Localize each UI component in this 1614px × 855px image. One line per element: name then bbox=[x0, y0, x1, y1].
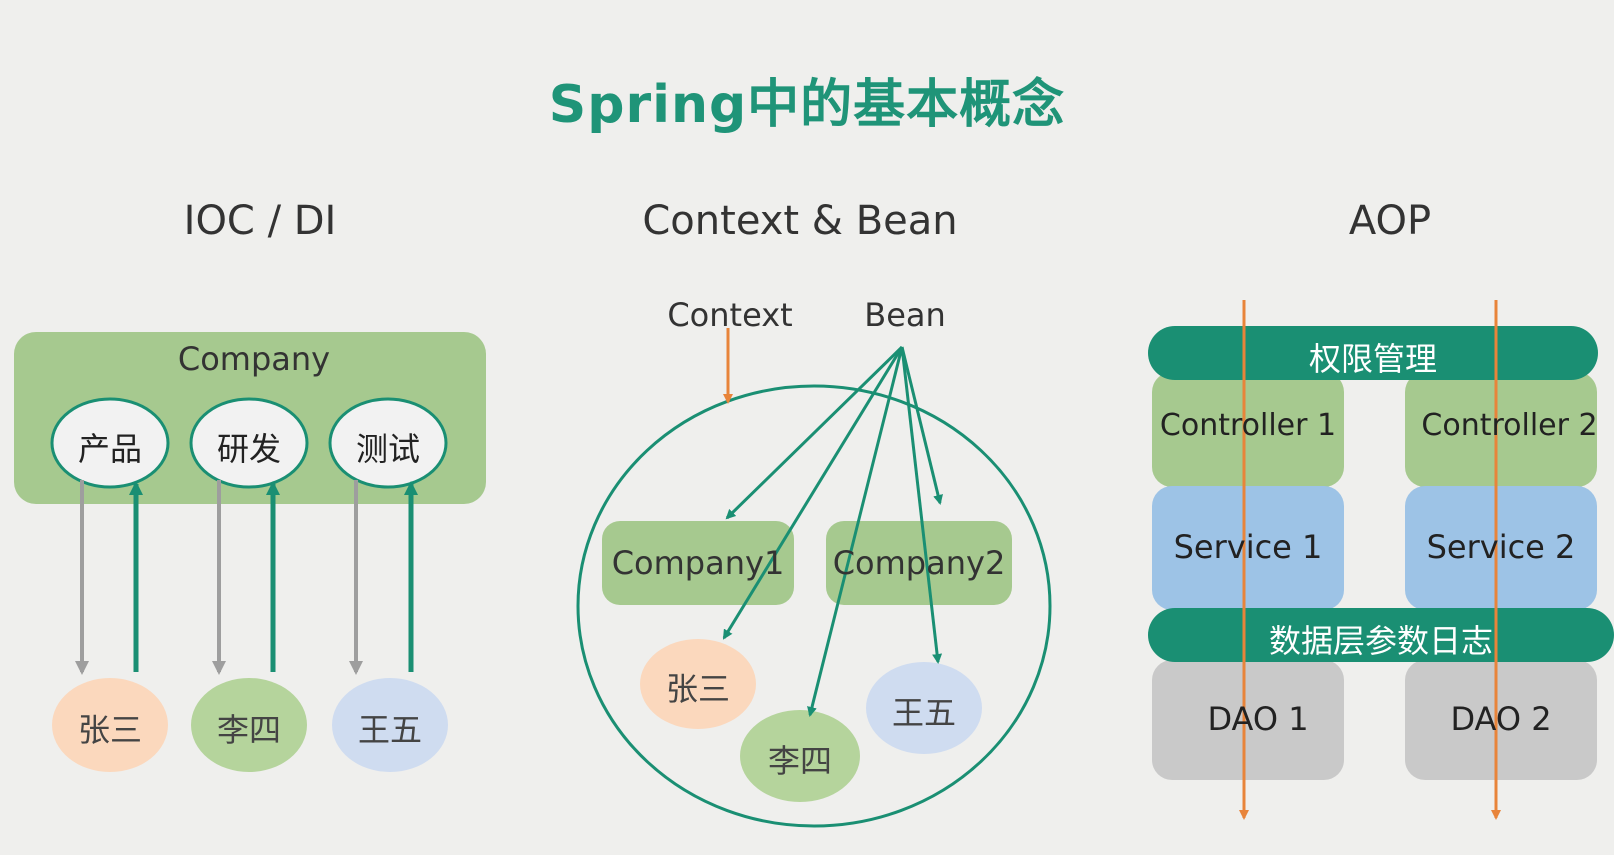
page-title: Spring中的基本概念 bbox=[548, 75, 1066, 135]
context-person-2 bbox=[740, 710, 860, 802]
aop-dao-1-label: DAO 1 bbox=[1207, 700, 1309, 738]
dept-node-1 bbox=[50, 397, 170, 489]
aop-dao-1-box bbox=[1152, 660, 1344, 780]
dept-node-3 bbox=[328, 397, 448, 489]
aop-dao-2-label: DAO 2 bbox=[1450, 700, 1552, 738]
ioc-person-label-2: 李四 bbox=[216, 711, 281, 749]
dept-label-3: 测试 bbox=[355, 430, 420, 468]
bean-arrow-person2 bbox=[807, 346, 904, 717]
aop-service-2-box bbox=[1405, 486, 1597, 610]
ioc-person-label-3: 王五 bbox=[357, 711, 422, 749]
context-company2-label: Company2 bbox=[832, 544, 1006, 582]
aop-controller-2-label: Controller 2 bbox=[1421, 408, 1598, 443]
context-person-label-2: 李四 bbox=[767, 742, 832, 780]
ioc-person-3 bbox=[332, 678, 448, 772]
dept-label-1: 产品 bbox=[77, 430, 142, 468]
aop-dao-2-box bbox=[1405, 660, 1597, 780]
bean-arrow-company2 bbox=[900, 346, 943, 505]
aop-section-title: AOP bbox=[1348, 198, 1432, 244]
context-section-title: Context & Bean bbox=[642, 198, 958, 244]
dept-label-2: 研发 bbox=[216, 430, 281, 468]
context-person-label-3: 王五 bbox=[891, 694, 956, 732]
context-company1-box bbox=[602, 521, 794, 605]
dept-node-2 bbox=[189, 397, 309, 489]
aop-auth-bar bbox=[1148, 326, 1598, 380]
aop-service-1-box bbox=[1152, 486, 1344, 610]
bean-arrow-person3 bbox=[900, 346, 943, 664]
bean-arrow-person1 bbox=[722, 346, 904, 640]
aop-controller-1-label: Controller 1 bbox=[1159, 408, 1337, 443]
context-company2-box bbox=[826, 521, 1012, 605]
aop-log-bar-label: 数据层参数日志 bbox=[1268, 622, 1493, 660]
context-label: Context bbox=[667, 296, 793, 334]
context-circle bbox=[576, 384, 1052, 828]
aop-controller-2-box bbox=[1405, 372, 1597, 487]
context-company1-label: Company1 bbox=[611, 544, 785, 582]
aop-controller-1-box bbox=[1152, 372, 1344, 487]
bean-arrow-company1 bbox=[725, 345, 904, 520]
ioc-person-2 bbox=[191, 678, 307, 772]
ioc-person-1 bbox=[52, 678, 168, 772]
ioc-section-title: IOC / DI bbox=[183, 198, 337, 244]
aop-service-1-label: Service 1 bbox=[1173, 528, 1323, 566]
context-person-3 bbox=[866, 662, 982, 754]
ioc-person-label-1: 张三 bbox=[77, 711, 142, 749]
bean-label: Bean bbox=[864, 296, 946, 334]
aop-auth-bar-label: 权限管理 bbox=[1308, 340, 1437, 378]
context-person-1 bbox=[640, 639, 756, 729]
context-person-label-1: 张三 bbox=[665, 670, 730, 708]
aop-service-2-label: Service 2 bbox=[1426, 528, 1576, 566]
ioc-company-label: Company bbox=[177, 340, 331, 378]
